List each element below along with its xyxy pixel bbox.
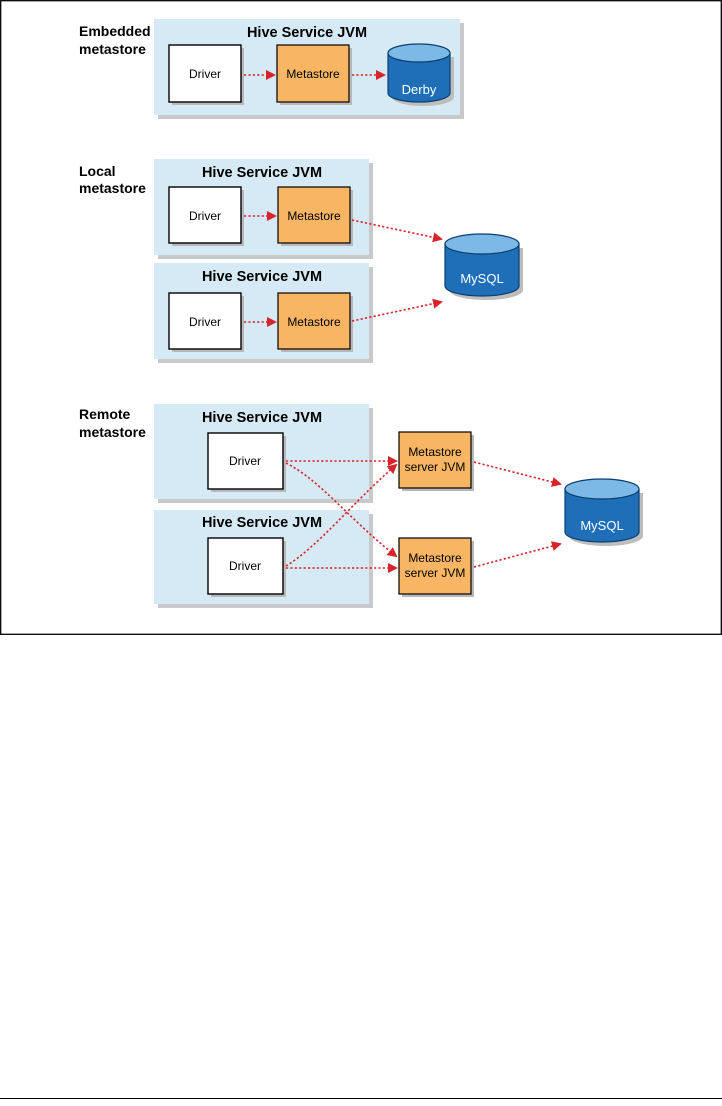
arrow-metastore-server-to-mysql <box>473 461 562 487</box>
metastore-label: Metastore <box>286 67 340 81</box>
derby-label: Derby <box>402 82 437 97</box>
metastore-label: Metastore <box>287 209 341 223</box>
mysql-database-icon <box>444 233 523 300</box>
embedded-label: Embedded <box>79 23 151 39</box>
driver-label: Driver <box>229 454 261 468</box>
metastore-server-box <box>398 537 472 595</box>
driver-box <box>168 292 242 350</box>
remote-section: Remote metastore Hive Service JVM Driver… <box>79 404 643 608</box>
metastore-server-box <box>398 431 472 489</box>
remote-label: Remote <box>79 406 131 422</box>
driver-label: Driver <box>189 67 221 81</box>
driver-label: Driver <box>189 315 221 329</box>
jvm-title: Hive Service JVM <box>247 25 367 41</box>
driver-box <box>168 186 242 244</box>
jvm-title: Hive Service JVM <box>202 515 322 531</box>
metastore-server-label: Metastore <box>408 445 462 459</box>
embedded-section: Embedded metastore Hive Service JVM Driv… <box>79 19 464 119</box>
arrow-driver-to-metastore-server <box>285 463 398 567</box>
arrow-metastore-to-mysql <box>351 219 443 243</box>
jvm-title: Hive Service JVM <box>202 269 322 285</box>
embedded-label-line2: metastore <box>79 41 146 57</box>
metastore-box <box>277 292 351 350</box>
mysql-label: MySQL <box>580 518 623 533</box>
driver-label: Driver <box>189 209 221 223</box>
metastore-server-label-line2: server JVM <box>405 566 466 580</box>
mysql-database-icon <box>564 478 643 546</box>
metastore-box <box>276 44 350 103</box>
arrow-metastore-server-to-mysql <box>473 541 562 568</box>
metastore-server-label: Metastore <box>408 551 462 565</box>
metastore-box <box>277 186 351 244</box>
jvm-title: Hive Service JVM <box>202 410 322 426</box>
local-section: Local metastore Hive Service JVM Driver … <box>79 159 523 363</box>
driver-label: Driver <box>229 559 261 573</box>
metastore-server-label-line2: server JVM <box>405 460 466 474</box>
local-label: Local <box>79 163 116 179</box>
page-bottom-rule <box>0 1098 722 1099</box>
arrow-driver-to-metastore-server <box>285 462 398 558</box>
driver-box <box>207 537 284 595</box>
driver-box <box>207 432 284 490</box>
derby-database-icon <box>387 43 454 106</box>
jvm-title: Hive Service JVM <box>202 165 322 181</box>
mysql-label: MySQL <box>460 271 503 286</box>
local-label-line2: metastore <box>79 180 146 196</box>
arrow-metastore-to-mysql <box>351 298 443 322</box>
driver-box <box>168 44 242 103</box>
remote-label-line2: metastore <box>79 424 146 440</box>
metastore-label: Metastore <box>287 315 341 329</box>
